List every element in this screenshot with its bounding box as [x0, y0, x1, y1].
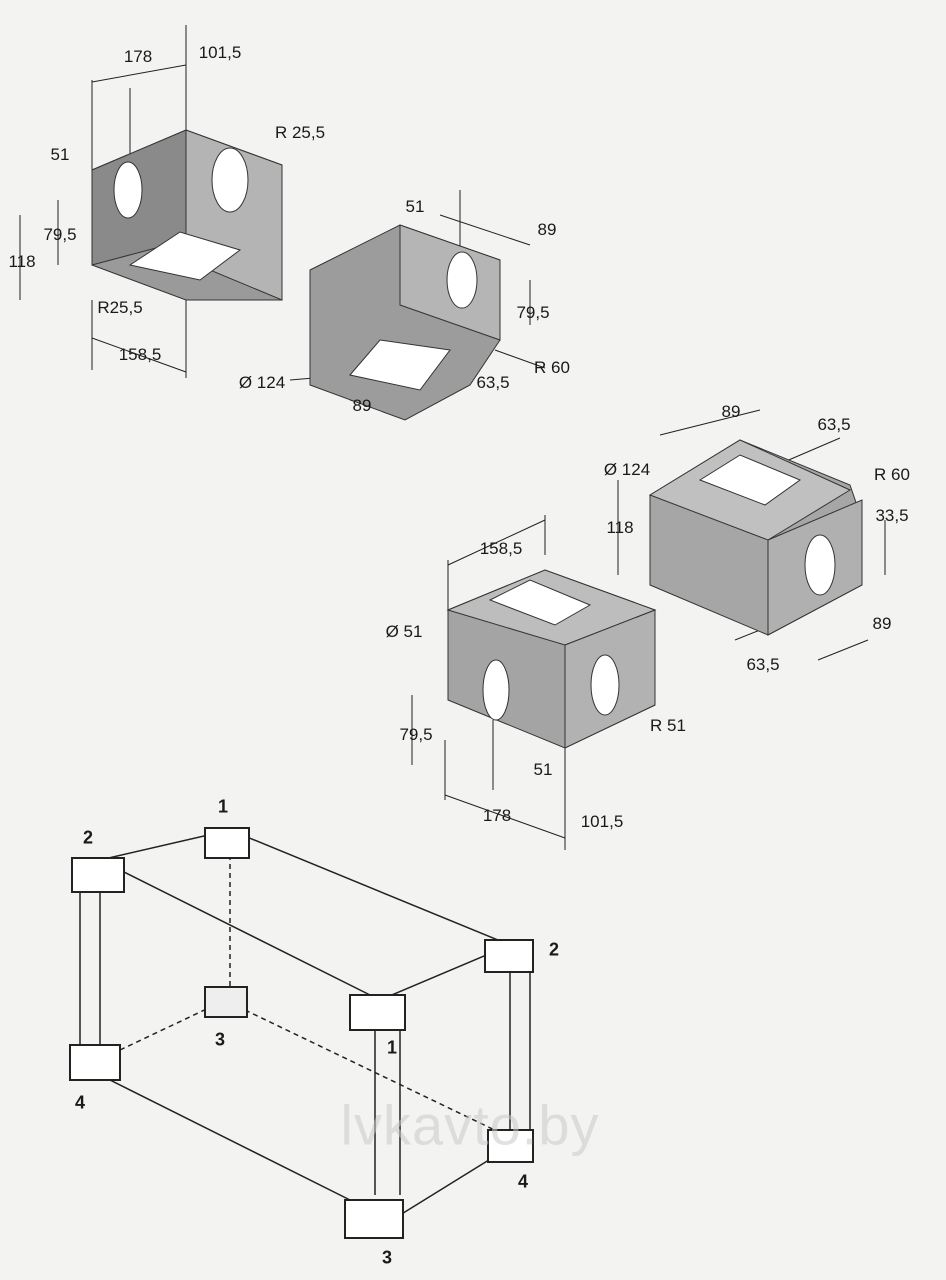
dim-label: 79,5 — [516, 303, 550, 322]
dim-label: 33,5 — [875, 506, 909, 525]
dim-label: 89 — [352, 396, 372, 415]
container-frame — [79, 829, 531, 1216]
corner-block-top-center — [309, 224, 501, 421]
dim-label: 101,5 — [580, 812, 624, 831]
dim-label: 178 — [123, 47, 153, 66]
corner-number: 2 — [82, 827, 94, 848]
corner-number: 2 — [548, 939, 560, 960]
dim-label: R 60 — [874, 465, 910, 484]
corner-block-right — [648, 439, 863, 636]
dim-label: 51 — [533, 760, 553, 779]
dim-label: Ø 51 — [385, 622, 423, 641]
dim-label: 51 — [405, 197, 425, 216]
dim-label: 89 — [872, 614, 892, 633]
dim-label: R 51 — [650, 716, 686, 735]
dim-label: 158,5 — [118, 345, 162, 364]
dim-label: 118 — [606, 518, 634, 537]
dim-label: 63,5 — [817, 415, 851, 434]
dim-label: 89 — [721, 402, 741, 421]
dim-label: R25,5 — [97, 298, 143, 317]
corner-number: 4 — [74, 1092, 86, 1113]
dim-label: Ø 124 — [603, 460, 651, 479]
dim-label: 89 — [537, 220, 557, 239]
dim-label: 118 — [8, 252, 36, 271]
dim-label: 79,5 — [43, 225, 77, 244]
corner-block-top-left — [91, 129, 283, 301]
corner-number: 3 — [214, 1029, 226, 1050]
dim-label: 63,5 — [476, 373, 510, 392]
dim-label: R 60 — [534, 358, 570, 377]
corner-number: 4 — [517, 1171, 529, 1192]
corner-block-center — [446, 569, 657, 749]
corner-number: 1 — [386, 1037, 398, 1058]
dim-label: 63,5 — [746, 655, 780, 674]
dim-label: 51 — [50, 145, 70, 164]
dim-label: Ø 124 — [238, 373, 286, 392]
dim-label: 101,5 — [198, 43, 242, 62]
dim-label: 158,5 — [479, 539, 523, 558]
corner-castings — [69, 827, 534, 1239]
watermark: lvkavto.by — [340, 1093, 600, 1157]
dim-label: 178 — [482, 806, 512, 825]
corner-number: 1 — [217, 796, 229, 817]
corner-number: 3 — [381, 1247, 393, 1268]
dim-label: 79,5 — [399, 725, 433, 744]
dim-label: R 25,5 — [274, 123, 326, 142]
